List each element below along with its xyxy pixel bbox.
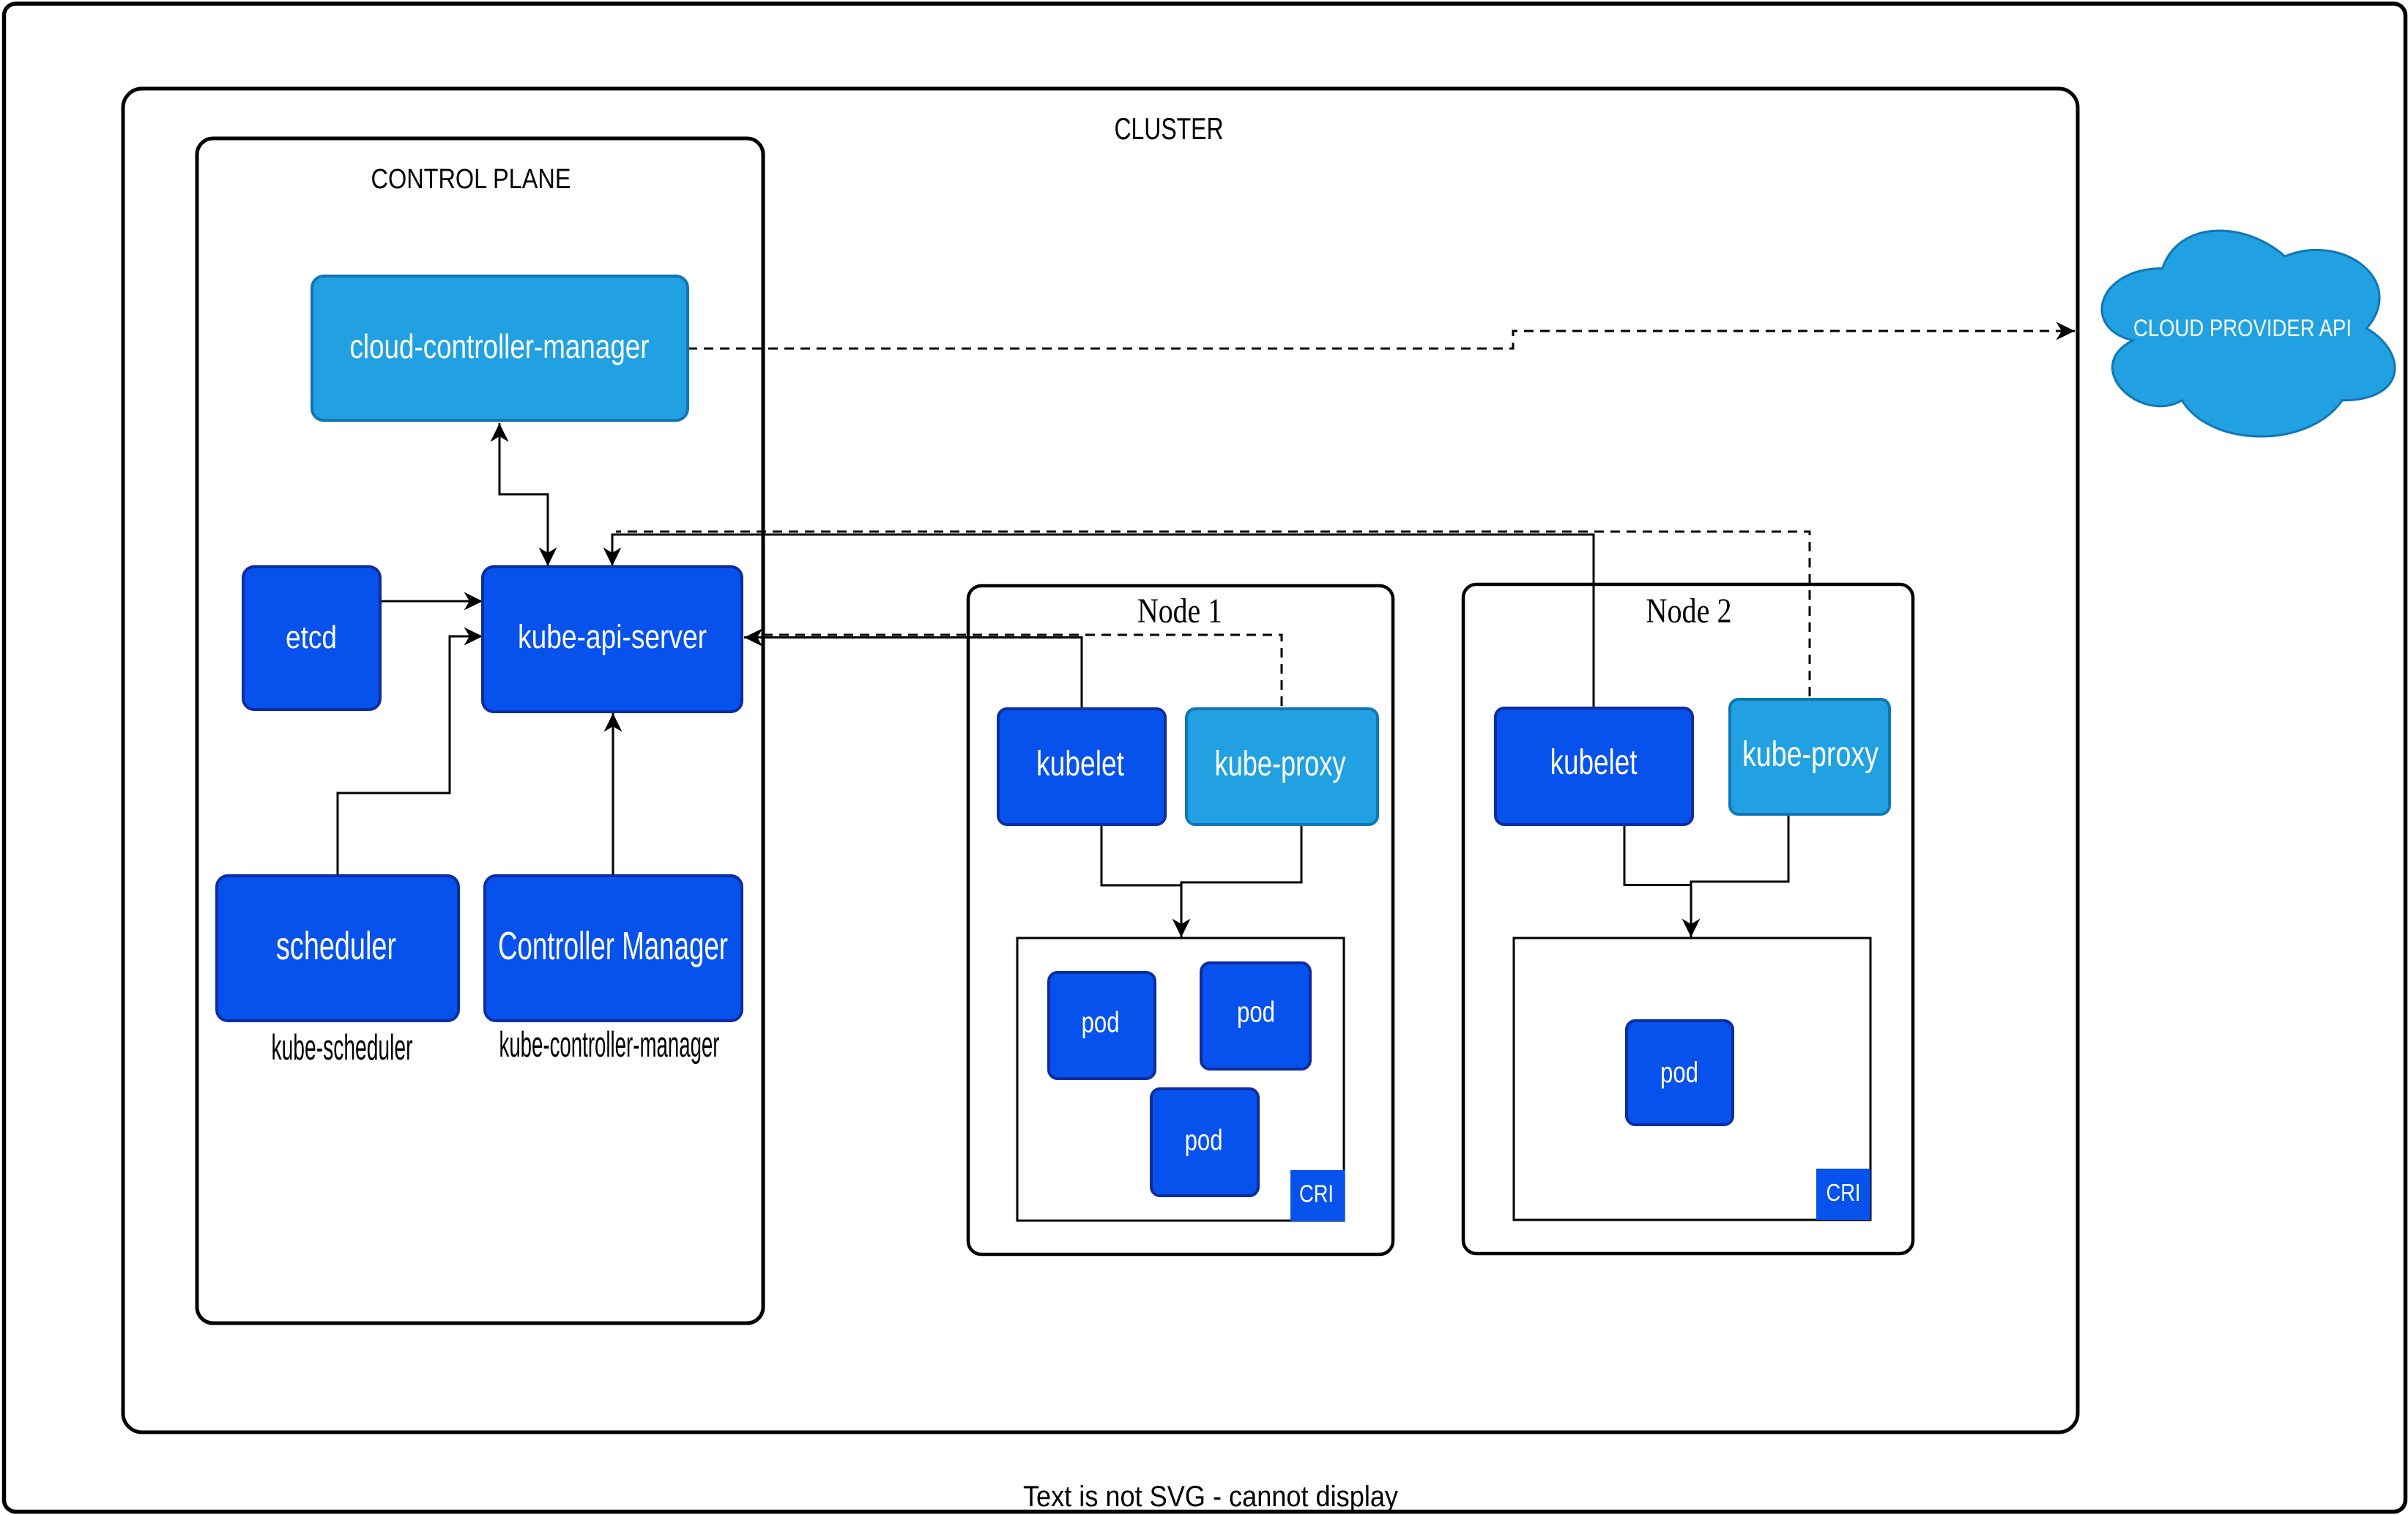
svg-text:Controller Manager: Controller Manager	[498, 924, 728, 968]
svg-text:kube-proxy: kube-proxy	[1215, 745, 1346, 783]
svg-text:cloud-controller-manager: cloud-controller-manager	[350, 327, 650, 365]
svg-text:CLOUD PROVIDER API: CLOUD PROVIDER API	[2133, 315, 2352, 341]
svg-text:CRI: CRI	[1299, 1180, 1334, 1207]
svg-text:kubelet: kubelet	[1036, 745, 1124, 783]
svg-text:CRI: CRI	[1827, 1179, 1861, 1206]
svg-text:kube-api-server: kube-api-server	[518, 618, 707, 655]
svg-text:kubelet: kubelet	[1550, 743, 1638, 782]
svg-text:pod: pod	[1185, 1125, 1223, 1157]
svg-text:Node 2: Node 2	[1646, 592, 1732, 630]
svg-text:kube-controller-manager: kube-controller-manager	[499, 1025, 720, 1065]
svg-text:CLUSTER: CLUSTER	[1115, 111, 1224, 146]
svg-text:Node 1: Node 1	[1137, 592, 1222, 630]
svg-text:pod: pod	[1082, 1007, 1120, 1039]
svg-text:scheduler: scheduler	[276, 924, 396, 968]
svg-text:kube-proxy: kube-proxy	[1742, 735, 1879, 774]
svg-text:Text is not SVG - cannot displ: Text is not SVG - cannot display	[1023, 1481, 1398, 1513]
svg-text:pod: pod	[1660, 1057, 1698, 1089]
svg-text:etcd: etcd	[286, 619, 337, 655]
svg-text:kube-scheduler: kube-scheduler	[272, 1028, 413, 1068]
svg-text:CONTROL PLANE: CONTROL PLANE	[371, 164, 571, 195]
svg-text:pod: pod	[1237, 997, 1275, 1029]
